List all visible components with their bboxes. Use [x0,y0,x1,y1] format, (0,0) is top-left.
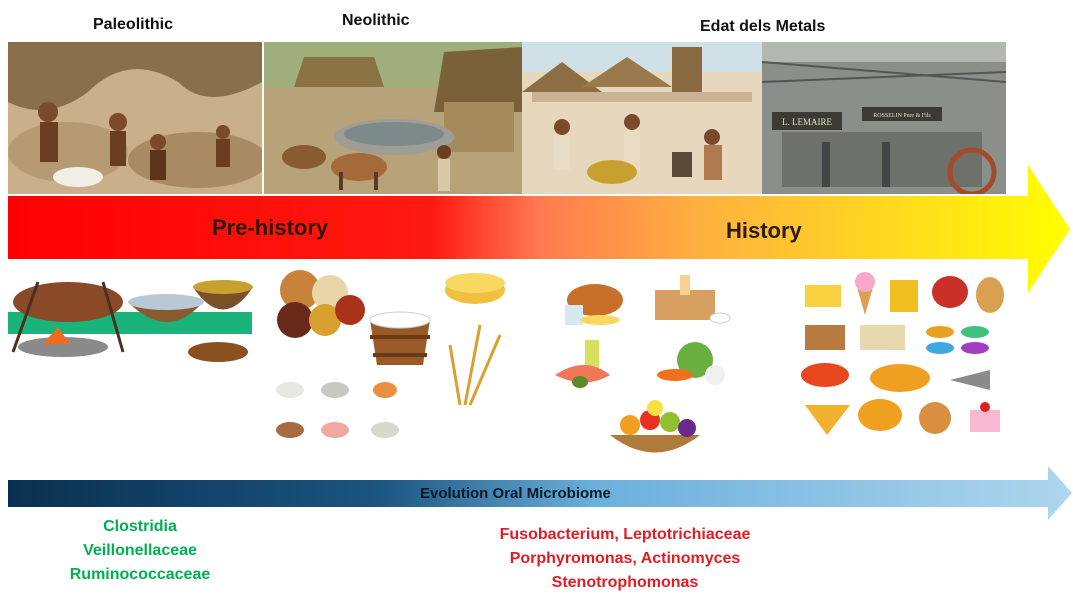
neolithic-foods [265,265,525,455]
taxon-stenotrophomonas: Stenotrophomonas [551,574,699,591]
wheat-icon [448,324,502,406]
microbiome-label: Evolution Oral Microbiome [420,485,611,502]
era-title-metals: Edat dels Metals [700,18,826,35]
ancient-taxa-list: Clostridia Veillonellaceae Ruminococcace… [60,515,220,587]
paleolithic-scene-image [8,42,262,194]
era-title-paleolithic: Paleolithic [93,16,174,33]
microbiome-arrow [8,463,1073,525]
era-title-neolithic: Neolithic [342,12,410,29]
industrial-scene-image: L. LEMAIRE ROSSELIN Pere & Fils [762,42,1006,194]
paleolithic-foods [8,272,256,372]
taxon-clostridia: Clostridia [103,518,177,535]
metal-age-scene-image [522,42,762,194]
legumes-icon [277,270,365,338]
taxon-veillonellaceae: Veillonellaceae [83,542,197,559]
history-foods-early [555,270,745,465]
taxon-fusobacterium: Fusobacterium, Leptotrichiaceae [499,526,751,543]
shop-sign-rosselin: ROSSELIN Pere & Fils [873,113,931,119]
livestock-icon [265,375,415,455]
milk-bucket-icon [369,311,431,365]
fruit-basket-icon [610,400,700,453]
vegetables-icon [657,342,725,385]
nuts-icon [188,342,248,362]
taxon-ruminococcaceae: Ruminococcaceae [69,566,211,583]
history-foods-modern [800,270,1010,440]
oil-fish-icon [555,340,610,388]
neolithic-scene-image [264,42,522,194]
taxon-porphyromonas: Porphyromonas, Actinomyces [509,550,741,567]
chicken-meal-icon [565,284,623,325]
cheese-icon [445,273,505,304]
bread-icon [655,275,731,324]
history-label: History [726,218,802,243]
roast-meat-icon [13,282,123,322]
prehistory-label: Pre-history [212,215,329,240]
shop-sign-lemaire: L. LEMAIRE [782,117,832,127]
modern-taxa-list: Fusobacterium, Leptotrichiaceae Porphyro… [475,523,775,595]
timeline-arrow [8,165,1070,295]
